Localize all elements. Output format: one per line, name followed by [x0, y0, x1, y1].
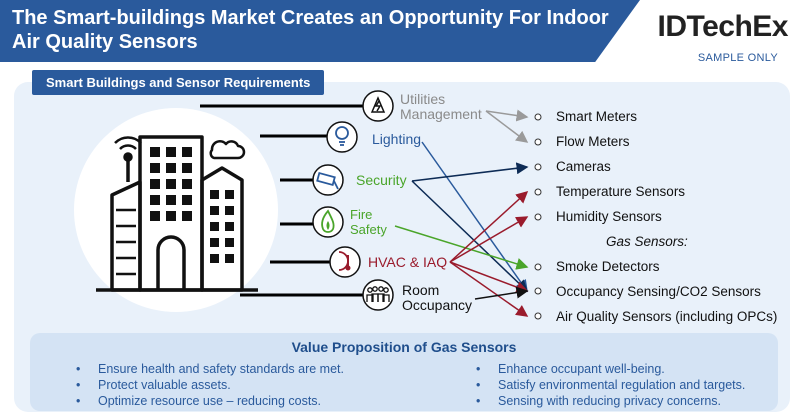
thermometer-icon — [329, 246, 361, 278]
arrow-hvac-to-output-3 — [449, 190, 529, 263]
camera-icon — [312, 164, 344, 196]
arrow-hvac-to-output-4 — [449, 216, 529, 263]
value-item: Optimize resource use – reducing costs. — [70, 393, 344, 409]
output-bullets — [534, 113, 542, 320]
people-icon — [362, 279, 394, 311]
brand-logo: IDTechEx — [657, 10, 789, 43]
value-list-left: Ensure health and safety standards are m… — [70, 361, 344, 409]
arrow-occupancy-to-output-6 — [474, 286, 529, 300]
output-cameras: Cameras — [556, 159, 611, 174]
value-item: Ensure health and safety standards are m… — [70, 361, 344, 377]
flame-icon — [312, 206, 344, 238]
arrow-hvac-to-output-6 — [449, 261, 529, 293]
arrow-security-to-output-6 — [411, 180, 529, 293]
gas-sensors-header: Gas Sensors: — [606, 234, 688, 249]
output-bullet — [534, 263, 542, 271]
output-bullet — [534, 138, 542, 146]
output-bullet — [534, 213, 542, 221]
sector-label-lighting: Lighting — [372, 131, 422, 147]
header-banner — [0, 0, 640, 62]
lightning-icon — [362, 90, 394, 122]
value-proposition-box: Value Proposition of Gas Sensors Ensure … — [30, 333, 778, 411]
output-bullet — [534, 163, 542, 171]
value-item: Satisfy environmental regulation and tar… — [470, 377, 745, 393]
connection-arrows — [394, 109, 529, 317]
value-item: Enhance occupant well-being. — [470, 361, 745, 377]
output-air-quality-sensors: Air Quality Sensors (including OPCs) — [556, 309, 778, 324]
output-humidity-sensors: Humidity Sensors — [556, 209, 662, 224]
building-icon — [96, 135, 258, 292]
arrow-utilities-to-output-0 — [485, 109, 529, 122]
arrow-lighting-to-output-6 — [421, 141, 528, 293]
output-temperature-sensors: Temperature Sensors — [556, 184, 686, 199]
arrow-security-to-output-2 — [411, 162, 529, 182]
arrow-utilities-to-output-1 — [485, 110, 529, 143]
value-item: Protect valuable assets. — [70, 377, 344, 393]
building-connectors — [200, 104, 370, 297]
value-proposition-title: Value Proposition of Gas Sensors — [291, 339, 517, 355]
sample-label: SAMPLE ONLY — [697, 52, 778, 64]
bulb-icon — [326, 121, 358, 153]
output-bullet — [534, 113, 542, 121]
output-smart-meters: Smart Meters — [556, 109, 638, 124]
value-list-right: Enhance occupant well-being. Satisfy env… — [470, 361, 745, 409]
output-occupancy-sensing: Occupancy Sensing/CO2 Sensors — [556, 284, 761, 299]
output-bullet — [534, 312, 542, 320]
value-item: Sensing with reducing privacy concerns. — [470, 393, 745, 409]
arrow-hvac-to-output-7 — [449, 261, 529, 317]
sector-icons — [312, 90, 394, 311]
output-bullet — [534, 287, 542, 295]
sector-label-security: Security — [356, 172, 407, 188]
output-flow-meters: Flow Meters — [556, 134, 630, 149]
output-bullet — [534, 188, 542, 196]
output-smoke-detectors: Smoke Detectors — [556, 259, 660, 274]
arrow-fire-to-output-5 — [394, 225, 529, 270]
section-badge: Smart Buildings and Sensor Requirements — [32, 70, 325, 95]
page-title: The Smart-buildings Market Creates an Op… — [12, 7, 609, 53]
sector-label-hvac: HVAC & IAQ — [368, 254, 448, 270]
